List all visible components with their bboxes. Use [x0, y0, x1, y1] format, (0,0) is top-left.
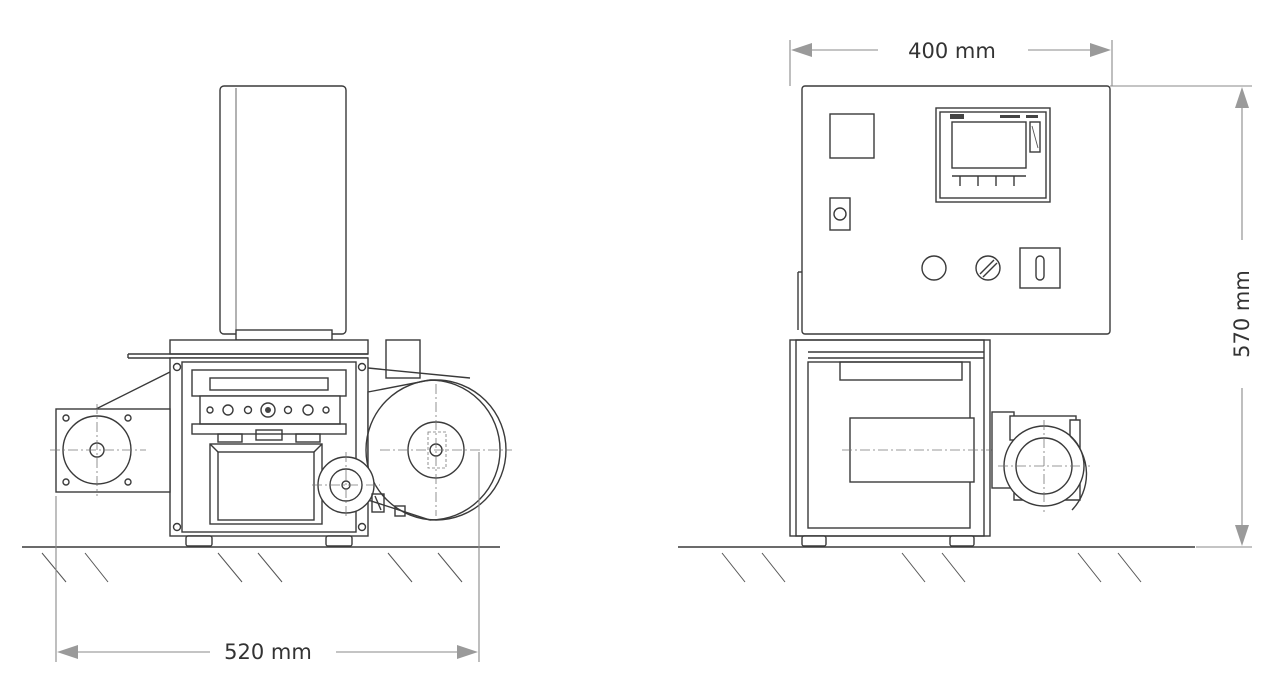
card-slot-icon: [1019, 247, 1061, 289]
dim-label-570: 570 mm: [1230, 270, 1254, 358]
side-foot-right: [949, 535, 975, 547]
front-left-reel: [50, 371, 171, 496]
dim-label-520: 520 mm: [224, 640, 312, 664]
front-sealing-tool: [191, 369, 347, 443]
indicator-lamp-icon: [921, 255, 947, 281]
main-switch-icon: [829, 113, 875, 159]
dim-520: 520 mm: [55, 452, 480, 664]
potentiometer-icon: [975, 255, 1001, 281]
side-motor: [991, 411, 1090, 512]
front-hopper: [219, 85, 347, 341]
side-cylinder: [842, 417, 1000, 483]
side-foot-left: [801, 535, 827, 547]
touch-panel: [935, 107, 1051, 203]
side-view: 400 mm 570 mm: [678, 39, 1254, 583]
dim-570: 570 mm: [1110, 85, 1254, 548]
front-foot-right: [325, 535, 353, 547]
front-view: 520 mm: [22, 85, 512, 664]
front-foot-left: [185, 535, 213, 547]
front-floor: [22, 546, 500, 583]
front-top-plate: [127, 339, 369, 359]
key-switch-icon: [829, 197, 851, 231]
front-right-reel: [365, 367, 512, 521]
front-lower-box: [209, 443, 323, 525]
dim-400: 400 mm: [789, 39, 1113, 86]
side-floor: [678, 546, 1195, 583]
dim-label-400: 400 mm: [908, 39, 996, 63]
front-drive-motor: [312, 452, 406, 518]
